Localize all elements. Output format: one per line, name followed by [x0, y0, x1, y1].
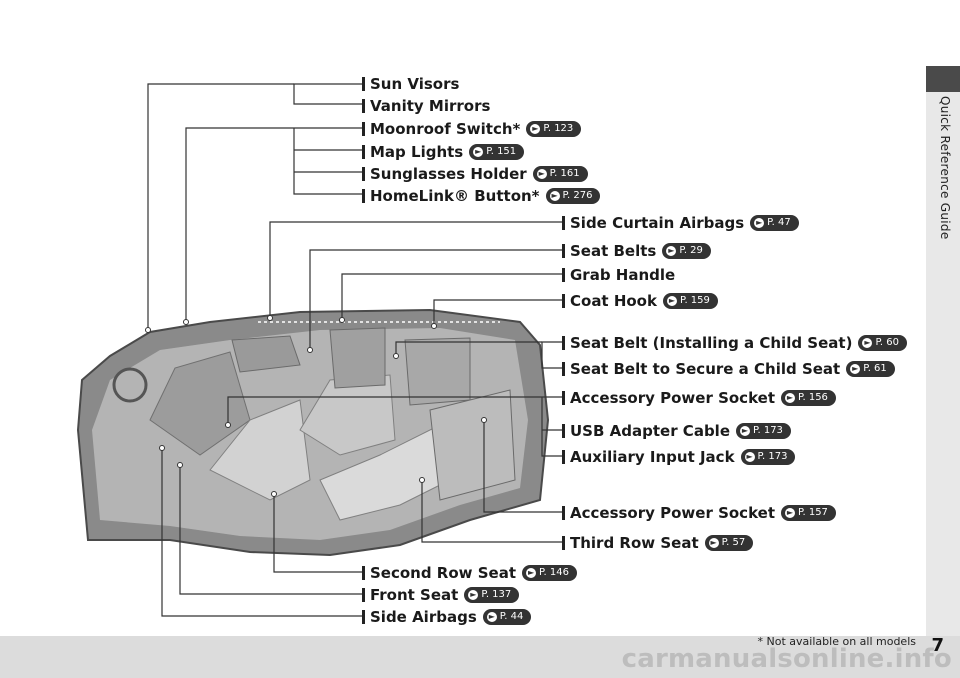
car-illustration: [76, 308, 550, 557]
page-ref-badge[interactable]: ►P. 151: [469, 144, 525, 160]
page-ref-badge[interactable]: ►P. 47: [750, 215, 799, 231]
label-homelink-button: HomeLink® Button*►P. 276: [362, 187, 601, 205]
leader-lines: [147, 83, 562, 617]
watermark: carmanualsonline.info: [621, 644, 952, 674]
label-side-curtain-airbags: Side Curtain Airbags►P. 47: [562, 214, 799, 232]
page-ref-badge[interactable]: ►P. 61: [846, 361, 895, 377]
label-usb-adapter-cable: USB Adapter Cable►P. 173: [562, 422, 791, 440]
label-sun-visors: Sun Visors: [362, 75, 459, 93]
label-seat-belt-secure-child-seat: Seat Belt to Secure a Child Seat►P. 61: [562, 360, 895, 378]
label-seat-belts: Seat Belts►P. 29: [562, 242, 711, 260]
label-sunglasses-holder: Sunglasses Holder►P. 161: [362, 165, 588, 183]
label-vanity-mirrors: Vanity Mirrors: [362, 97, 490, 115]
label-seat-belt-installing-child-seat: Seat Belt (Installing a Child Seat)►P. 6…: [562, 334, 907, 352]
page-ref-badge[interactable]: ►P. 276: [545, 188, 601, 204]
page-ref-badge[interactable]: ►P. 161: [532, 166, 588, 182]
label-coat-hook: Coat Hook►P. 159: [562, 292, 718, 310]
page-ref-badge[interactable]: ►P. 44: [482, 609, 532, 625]
label-accessory-power-socket-rear: Accessory Power Socket►P. 157: [562, 504, 836, 522]
leader-dots: [145, 315, 487, 497]
page-ref-badge[interactable]: ►P. 156: [781, 390, 836, 406]
label-accessory-power-socket-front: Accessory Power Socket►P. 156: [562, 389, 836, 407]
page-ref-badge[interactable]: ►P. 29: [662, 243, 711, 259]
section-title: Quick Reference Guide: [938, 96, 952, 240]
diagram: [76, 83, 562, 617]
page-ref-badge[interactable]: ►P. 137: [464, 587, 520, 603]
page-ref-badge[interactable]: ►P. 123: [526, 121, 582, 137]
page-ref-badge[interactable]: ►P. 146: [522, 565, 577, 581]
label-third-row-seat: Third Row Seat►P. 57: [562, 534, 754, 552]
page-ref-badge[interactable]: ►P. 57: [704, 535, 754, 551]
section-tab: [926, 66, 960, 92]
label-moonroof-switch: Moonroof Switch*►P. 123: [362, 120, 582, 138]
page-ref-badge[interactable]: ►P. 173: [740, 449, 796, 465]
label-auxiliary-input-jack: Auxiliary Input Jack►P. 173: [562, 448, 796, 466]
page-ref-badge[interactable]: ►P. 60: [858, 335, 907, 351]
page-ref-badge[interactable]: ►P. 173: [736, 423, 791, 439]
footer-bar: [0, 636, 960, 678]
label-side-airbags: Side Airbags►P. 44: [362, 608, 532, 626]
footnote: * Not available on all models: [757, 635, 916, 648]
label-grab-handle: Grab Handle: [562, 266, 675, 284]
label-map-lights: Map Lights►P. 151: [362, 143, 525, 161]
page-number: 7: [931, 635, 944, 656]
page-ref-badge[interactable]: ►P. 159: [662, 293, 718, 309]
label-front-seat: Front Seat►P. 137: [362, 586, 520, 604]
page-ref-badge[interactable]: ►P. 157: [781, 505, 836, 521]
side-bar: [926, 92, 960, 638]
label-second-row-seat: Second Row Seat►P. 146: [362, 564, 577, 582]
